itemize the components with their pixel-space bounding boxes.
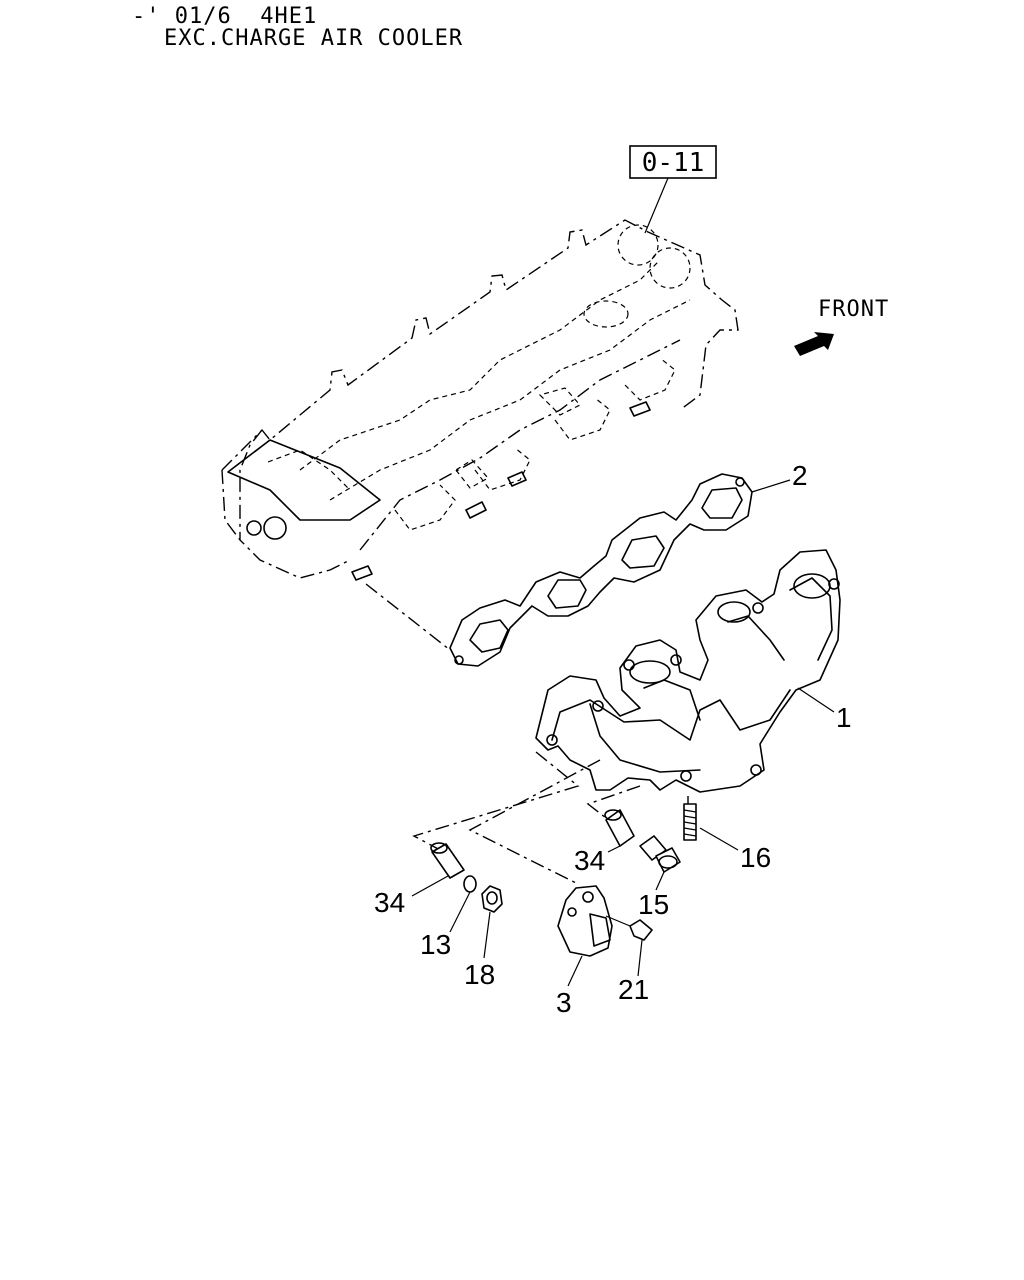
exhaust-manifold-gasket[interactable] — [449, 473, 753, 667]
reference-box[interactable]: 0-11 — [629, 145, 717, 179]
nut[interactable] — [481, 885, 503, 913]
exhaust-manifold[interactable] — [535, 549, 841, 793]
reference-leader — [644, 177, 669, 234]
flange-bolt[interactable] — [639, 835, 681, 873]
callout-34-left: 34 — [374, 887, 405, 918]
callout-13-leader — [449, 891, 471, 933]
callout-16: 16 — [740, 842, 771, 873]
header-model-range: -' 01/6 4HE1 — [132, 4, 318, 29]
callout-1: 1 — [836, 702, 852, 733]
callout-16-leader — [699, 827, 739, 851]
callout-15-leader — [655, 871, 665, 891]
bracket[interactable] — [557, 885, 613, 957]
callout-1-leader — [797, 687, 835, 713]
washer[interactable] — [463, 875, 477, 893]
sleeve-right[interactable] — [604, 809, 635, 847]
guide-line-bracket — [468, 759, 601, 885]
callout-2: 2 — [792, 460, 808, 491]
callout-3: 3 — [556, 987, 572, 1018]
callout-2-leader — [751, 479, 791, 493]
callout-21: 21 — [618, 974, 649, 1005]
callout-34a-leader — [411, 875, 449, 897]
front-label: FRONT — [818, 297, 889, 322]
sleeve-left[interactable] — [430, 842, 465, 879]
guide-line-34-right — [586, 785, 641, 819]
reference-label: 0-11 — [642, 148, 705, 178]
guide-line-34-left — [412, 751, 580, 851]
stud[interactable] — [683, 803, 697, 841]
callout-18: 18 — [464, 959, 495, 990]
cylinder-head — [221, 219, 739, 581]
front-arrow-icon — [794, 332, 834, 356]
callout-21-leader — [637, 939, 643, 977]
callout-3-leader — [567, 955, 583, 987]
bracket-bolt[interactable] — [605, 915, 653, 941]
callout-34b-leader — [607, 845, 621, 853]
callout-34-right: 34 — [574, 845, 605, 876]
callout-18-leader — [483, 911, 491, 959]
callout-13: 13 — [420, 929, 451, 960]
stud-guide-line — [365, 583, 451, 651]
callout-15: 15 — [638, 889, 669, 920]
header-variant: EXC.CHARGE AIR COOLER — [164, 26, 464, 51]
